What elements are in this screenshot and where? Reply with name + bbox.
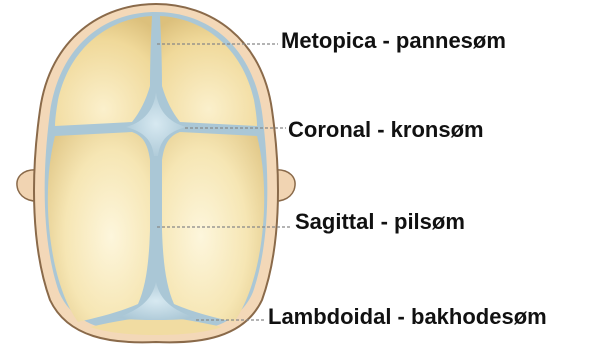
coronal-suture-label: Coronal - kronsøm xyxy=(288,119,484,141)
right-frontal-bone xyxy=(160,16,257,126)
lambdoid-suture-label: Lambdoidal - bakhodesøm xyxy=(268,306,547,328)
metopic-suture-label: Metopica - pannesøm xyxy=(281,30,506,52)
sagittal-suture-label: Sagittal - pilsøm xyxy=(295,211,465,233)
left-frontal-bone xyxy=(55,16,152,126)
